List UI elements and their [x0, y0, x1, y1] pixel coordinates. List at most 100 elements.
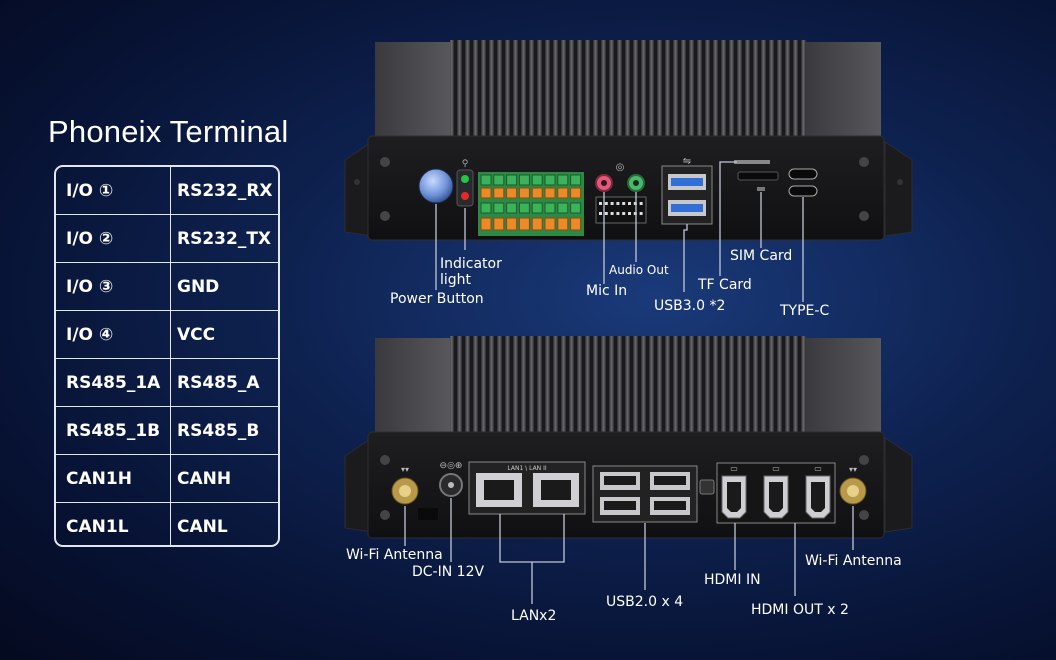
screw — [859, 211, 869, 221]
terminal-lever-orange — [506, 217, 518, 231]
terminal-screw-green — [544, 202, 556, 214]
label-lan: LANx2 — [511, 608, 557, 624]
label-wifi-antenna-left: Wi-Fi Antenna — [346, 547, 443, 563]
usb20-port-4-tongue — [654, 501, 686, 510]
bottom-left-heatsink-block — [375, 338, 451, 438]
diagram-title: Phoneix Terminal — [48, 114, 289, 149]
gpio-pin — [599, 212, 602, 215]
pin-signal-name: RS232_TX — [170, 214, 278, 263]
bottom-device: ▾▾ ▾▾ ⊖◎⊕ LAN1 \ LAN II ▭▭▭ — [344, 336, 913, 539]
lan-port-labels: LAN1 \ LAN II — [507, 465, 546, 472]
pin-terminal-name: CAN1L — [56, 502, 171, 545]
hdmi-symbol-icon: ▭ — [730, 464, 738, 473]
label-usb20: USB2.0 x 4 — [606, 594, 684, 610]
bottom-leader-lines — [404, 498, 854, 604]
label-hdmi-out: HDMI OUT x 2 — [751, 602, 849, 618]
wifi-antenna-pin-right — [847, 485, 859, 497]
terminal-lever-orange — [570, 187, 582, 199]
pin-terminal-name: RS485_1A — [56, 358, 171, 407]
screw — [380, 211, 390, 221]
screw — [859, 510, 869, 520]
usb20-port-3-tongue — [604, 501, 636, 510]
type-c-port-2[interactable] — [788, 185, 818, 197]
screw — [859, 157, 869, 167]
terminal-lever-orange — [531, 217, 543, 231]
terminal-lever-orange — [557, 217, 569, 231]
indicator-led-red — [461, 192, 469, 200]
top-leader-lines — [435, 161, 804, 302]
tf-card-slot[interactable] — [734, 160, 770, 164]
gpio-pin — [610, 202, 614, 205]
top-right-flange — [884, 141, 913, 237]
usb20-port-1-tongue — [604, 476, 636, 485]
terminal-lever-orange — [493, 187, 505, 199]
screw — [380, 510, 390, 520]
terminal-screw-green — [557, 202, 569, 214]
audio-symbol-icon: ◎ — [616, 162, 625, 173]
gpio-pin — [628, 212, 631, 215]
usb30-port-1-tongue — [671, 178, 703, 186]
pin-signal-name: RS485_A — [170, 358, 278, 407]
terminal-lever-orange — [480, 187, 492, 199]
terminal-screw-green — [493, 174, 505, 186]
terminal-screw-green — [518, 174, 530, 186]
label-dc-in: DC-IN 12V — [412, 564, 485, 580]
top-heatsink-fins — [450, 40, 806, 142]
phoenix-terminal-block — [478, 172, 584, 236]
bottom-right-flange — [884, 437, 913, 533]
hdmi-symbol-icon: ▭ — [814, 464, 822, 473]
mic-in-hole — [601, 180, 607, 186]
label-hdmi-in: HDMI IN — [704, 572, 761, 588]
type-c-port-1[interactable] — [788, 168, 818, 180]
label-tf-card: TF Card — [698, 277, 752, 293]
terminal-screw-green — [518, 202, 530, 214]
terminal-screw-green — [493, 202, 505, 214]
gpio-pin — [622, 202, 626, 205]
top-left-heatsink-block — [375, 42, 451, 142]
pin-signal-name: CANH — [170, 454, 278, 503]
gpio-pin — [622, 212, 626, 215]
screw — [380, 455, 390, 465]
top-right-heatsink-block — [805, 42, 881, 142]
sim-eject-hole — [757, 187, 765, 191]
terminal-lever-orange — [544, 217, 556, 231]
hdmi-ports: ▭▭▭ — [721, 464, 831, 519]
label-audio-out: Audio Out — [609, 263, 669, 277]
wifi-antenna-pin-left — [399, 485, 411, 497]
indicator-symbol-icon: ⚲ — [462, 159, 469, 169]
pin-signal-name: RS232_RX — [170, 167, 278, 215]
screw — [859, 455, 869, 465]
pin-terminal-name: I/O ① — [56, 167, 171, 215]
dc-in-pin — [448, 482, 454, 488]
pin-terminal-name: I/O ④ — [56, 310, 171, 359]
label-sim-card: SIM Card — [730, 248, 793, 264]
pin-terminal-name: I/O ③ — [56, 262, 171, 311]
terminal-screw-green — [480, 202, 492, 214]
terminal-screw-green — [570, 174, 582, 186]
terminal-lever-orange — [570, 217, 582, 231]
gpio-pin — [616, 202, 620, 205]
terminal-screw-green — [506, 174, 518, 186]
pin-terminal-name: I/O ② — [56, 214, 171, 263]
gpio-pin — [604, 202, 608, 205]
label-type-c: TYPE-C — [780, 303, 830, 319]
terminal-lever-orange — [557, 187, 569, 199]
usb-symbol-icon: ⇋ — [683, 156, 691, 167]
power-button[interactable] — [418, 168, 454, 204]
gpio-pin — [599, 202, 602, 205]
sim-card-slot[interactable] — [737, 171, 779, 181]
wifi-symbol-icon: ▾▾ — [401, 465, 409, 474]
bottom-right-heatsink-block — [805, 338, 881, 438]
terminal-screw-green — [570, 202, 582, 214]
terminal-lever-orange — [518, 217, 530, 231]
gpio-pin — [604, 212, 608, 215]
bottom-heatsink-fins — [450, 336, 806, 438]
